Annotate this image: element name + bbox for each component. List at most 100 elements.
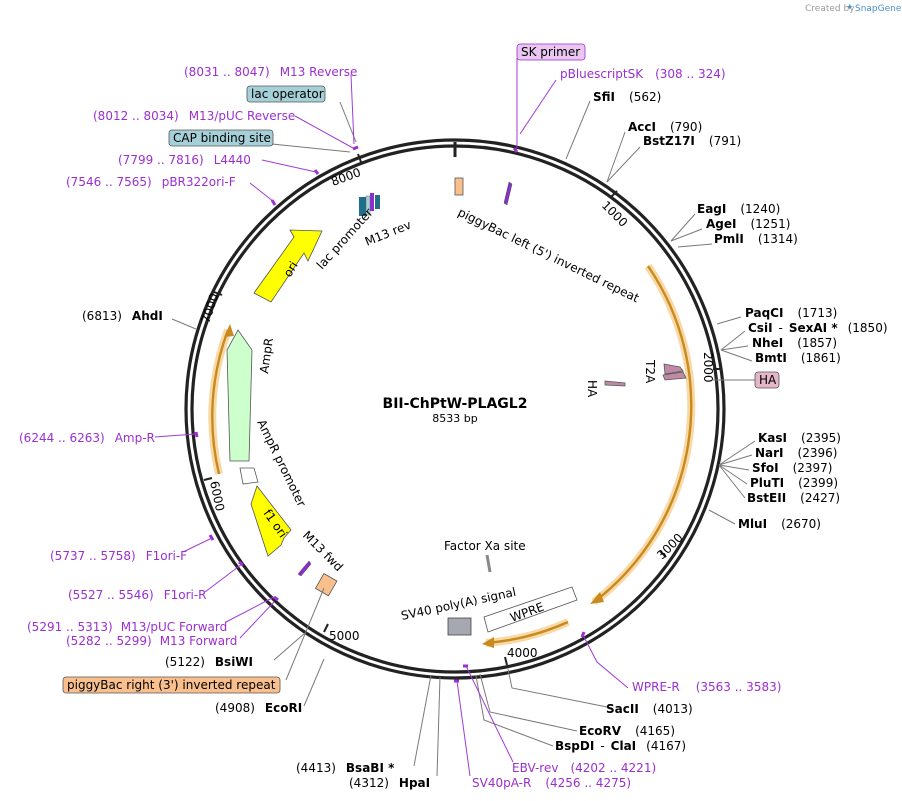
label-lac-operator: lac operator — [251, 87, 324, 101]
connector-m13puc-rev — [294, 115, 354, 149]
enzyme-sfii-name: SfiI — [593, 90, 615, 104]
svg-text:(7546 .. 7565)pBR322ori-F: (7546 .. 7565)pBR322ori-F — [66, 175, 236, 189]
enzyme-csii-sep: - — [779, 321, 783, 335]
connector-ahdi — [171, 318, 197, 330]
enzyme-hpai-pos: (4312) — [349, 776, 389, 790]
svg-text:(4908)EcoRI: (4908)EcoRI — [215, 701, 302, 715]
lac-operator-feature — [375, 195, 380, 209]
enzyme-pluti-name: PluTI — [750, 476, 784, 490]
enzyme-acci-pos: (790) — [670, 120, 702, 134]
ori-feature — [253, 229, 323, 303]
enzyme-clai-name: ClaI — [611, 739, 636, 753]
connector-m13puc-fwd — [225, 596, 275, 623]
connector-agei — [670, 228, 703, 242]
primer-pbr322ori-f-name: pBR322ori-F — [162, 175, 236, 189]
tick-7000-mark — [213, 291, 223, 296]
ha-box — [754, 371, 780, 389]
svg-text:EcoRV(4165): EcoRV(4165) — [579, 724, 675, 738]
primer-mark-m13puc-fwd — [273, 595, 279, 602]
enzyme-csii-pos: (1850) — [848, 321, 888, 335]
tick-8000-mark — [357, 153, 362, 163]
connector-f1ori-f — [182, 537, 213, 553]
enzyme-bsteii-pos: (2427) — [800, 491, 840, 505]
enzyme-kasi-pos: (2395) — [801, 431, 841, 445]
primer-wpre-r-name: WPRE-R — [632, 680, 680, 694]
svg-text:CsiI-SexAI *(1850): CsiI-SexAI *(1850) — [748, 321, 888, 335]
m13-fwd-feature — [297, 560, 312, 577]
svg-text:SV40pA-R(4256 .. 4275): SV40pA-R(4256 .. 4275) — [472, 776, 631, 790]
connector-sv40pa-r — [456, 680, 471, 777]
backbone-outer-strand — [184, 138, 726, 680]
connector-ebv-rev — [465, 665, 514, 763]
connector-m13-fwd — [239, 601, 275, 639]
svg-text:BstZ17I(791): BstZ17I(791) — [643, 134, 741, 148]
connector-paqci — [716, 316, 742, 325]
enzyme-sfoi-name: SfoI — [752, 461, 779, 475]
label-sk-primer: SK primer — [521, 45, 580, 59]
connector-bsabi — [413, 674, 432, 767]
svg-text:MluI(2670): MluI(2670) — [738, 517, 821, 531]
enzyme-bspdi-sep: - — [600, 739, 604, 753]
svg-text:(7799 .. 7816)L4440: (7799 .. 7816)L4440 — [118, 153, 251, 167]
enzyme-nhei-pos: (1857) — [797, 336, 837, 350]
primer-wpre-r-pos: (3563 .. 3583) — [696, 680, 782, 694]
primer-l4440-pos: (7799 .. 7816) — [118, 153, 204, 167]
svg-text:(5291 .. 5313)M13/pUC Forward: (5291 .. 5313)M13/pUC Forward — [27, 620, 227, 634]
sk-primer-box — [516, 43, 586, 61]
enzyme-sacii-pos: (4013) — [653, 702, 693, 716]
primer-connectors — [154, 58, 629, 777]
svg-text:EBV-rev(4202 .. 4221): EBV-rev(4202 .. 4221) — [512, 761, 656, 775]
connector-pluti — [718, 464, 748, 485]
enzyme-pluti-pos: (2399) — [798, 476, 838, 490]
ampr-feature — [226, 329, 253, 462]
label-m13-rev: M13 rev — [363, 218, 413, 249]
enzyme-connectors — [171, 100, 757, 777]
enzyme-bsteii-name: BstEII — [747, 491, 786, 505]
enzyme-bmti-name: BmtI — [755, 351, 787, 365]
ampr-promoter-feature — [239, 467, 259, 485]
connector-pbluescriptsk — [519, 79, 557, 135]
svg-text:(8012 .. 8034)M13/pUC Reverse: (8012 .. 8034)M13/pUC Reverse — [93, 109, 295, 123]
primer-ebv-rev-name: EBV-rev — [512, 761, 558, 775]
enzyme-paqci-pos: (1713) — [797, 306, 837, 320]
pbluescriptsk-primer-feature — [503, 181, 513, 206]
svg-text:BstEII(2427): BstEII (2427) — [747, 491, 840, 505]
primer-pbluescriptsk-name: pBluescriptSK — [560, 67, 644, 81]
piggybac-right-feature — [314, 573, 338, 597]
svg-text:(8031 .. 8047)M13 Reverse: (8031 .. 8047)M13 Reverse — [184, 65, 357, 79]
connector-sfoi — [718, 464, 750, 471]
primer-mark-m13-reverse — [352, 145, 359, 151]
connector-l4440 — [261, 159, 317, 173]
enzyme-nari-name: NarI — [755, 446, 784, 460]
enzyme-ahdi-name: AhdI — [132, 309, 163, 323]
svg-text:AgeI(1251): AgeI(1251) — [706, 217, 790, 231]
primer-sv40pa-r-pos: (4256 .. 4275) — [545, 776, 631, 790]
primer-f1ori-f-name: F1ori-F — [146, 549, 187, 563]
ha-feature — [604, 380, 626, 387]
label-ampr: AmpR — [257, 337, 276, 374]
connector-bsiwi — [273, 632, 306, 661]
cap-site-box — [168, 129, 274, 147]
svg-text:BspDI-ClaI(4167): BspDI-ClaI(4167) — [555, 739, 686, 753]
connector-bspdi — [475, 675, 554, 747]
svg-text:(5282 .. 5299)M13 Forward: (5282 .. 5299)M13 Forward — [66, 634, 237, 648]
enzyme-pmli-name: PmlI — [714, 232, 744, 246]
cap-site-feature — [359, 197, 366, 216]
primer-m13puc-rev-name: M13/pUC Reverse — [189, 109, 296, 123]
label-piggybac-right: piggyBac right (3') inverted repeat — [67, 678, 276, 692]
ampr-arc-arrowhead — [224, 324, 234, 337]
connector-nhei — [720, 345, 749, 351]
enzyme-mlui-name: MluI — [738, 517, 767, 531]
label-ha-box: HA — [759, 373, 777, 387]
svg-text:(5737 .. 5758)F1ori-F: (5737 .. 5758)F1ori-F — [50, 549, 187, 563]
svg-text:NarI(2396): NarI(2396) — [755, 446, 837, 460]
enzyme-kasi-name: KasI — [758, 431, 787, 445]
connector-mlui — [708, 509, 736, 525]
tick-5000-mark — [323, 623, 329, 633]
enzyme-ecori-pos: (4908) — [215, 701, 255, 715]
snapgene-logo-icon: ✦ — [846, 3, 854, 13]
piggybac-left-feature — [454, 177, 464, 196]
enzyme-sfii-pos: (562) — [629, 90, 661, 104]
connector-nari — [718, 454, 753, 466]
piggybac-right-box — [62, 676, 281, 694]
